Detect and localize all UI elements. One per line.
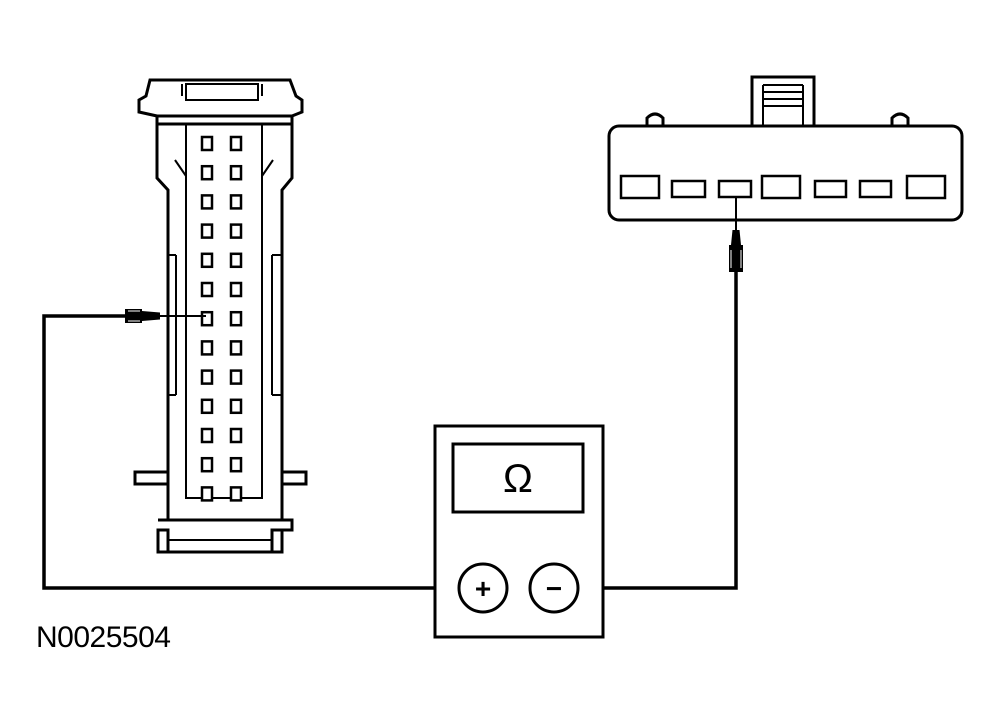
connector-cavity: [619, 174, 661, 200]
connector-pin: [200, 456, 214, 473]
connector-cavity: [858, 179, 893, 199]
connector-pin: [229, 456, 243, 473]
connector-pin: [200, 164, 214, 181]
connector-cavity: [760, 174, 802, 200]
connector-pin: [200, 310, 214, 327]
connector-pin: [229, 135, 243, 152]
ohm-symbol: Ω: [503, 457, 533, 501]
positive-lead-wire: [42, 314, 458, 590]
connector-pin: [200, 194, 214, 210]
right-connector-cavities: [619, 174, 947, 200]
left-connector-pins: [200, 135, 243, 502]
multimeter: Ω + −: [433, 424, 605, 639]
negative-terminal-label: −: [546, 573, 562, 604]
test-leads: [42, 197, 738, 590]
connector-pin: [200, 340, 214, 356]
connector-cavity: [813, 179, 848, 199]
connector-cavity: [670, 179, 707, 199]
positive-probe-tip: [125, 309, 160, 323]
connector-pin: [229, 164, 243, 181]
connector-pin: [229, 281, 243, 298]
connector-pin: [229, 340, 243, 356]
connector-pin: [200, 223, 214, 239]
connector-pin: [229, 486, 243, 502]
connector-cavity: [717, 179, 753, 199]
connector-pin: [229, 223, 243, 239]
left-connector: [133, 78, 308, 554]
connector-pin: [200, 427, 214, 444]
positive-terminal-label: +: [475, 573, 491, 604]
connector-pin: [200, 135, 214, 152]
positive-terminal[interactable]: [457, 562, 509, 614]
connector-pin: [229, 310, 243, 327]
figure-id: N0025504: [36, 621, 171, 654]
connector-pin: [229, 398, 243, 415]
connector-pin: [200, 281, 214, 298]
negative-lead-wire: [579, 272, 738, 590]
connector-cavity: [905, 174, 947, 200]
connector-pin: [229, 427, 243, 444]
connector-pin: [200, 252, 214, 269]
connector-pin: [229, 194, 243, 210]
connector-pin: [200, 398, 214, 415]
connector-pin: [200, 486, 214, 502]
connector-pin: [229, 252, 243, 269]
negative-terminal[interactable]: [528, 562, 580, 614]
connector-pin: [229, 369, 243, 385]
negative-probe-tip: [729, 230, 743, 272]
multimeter-display: [451, 442, 585, 514]
connector-pin: [200, 369, 214, 385]
